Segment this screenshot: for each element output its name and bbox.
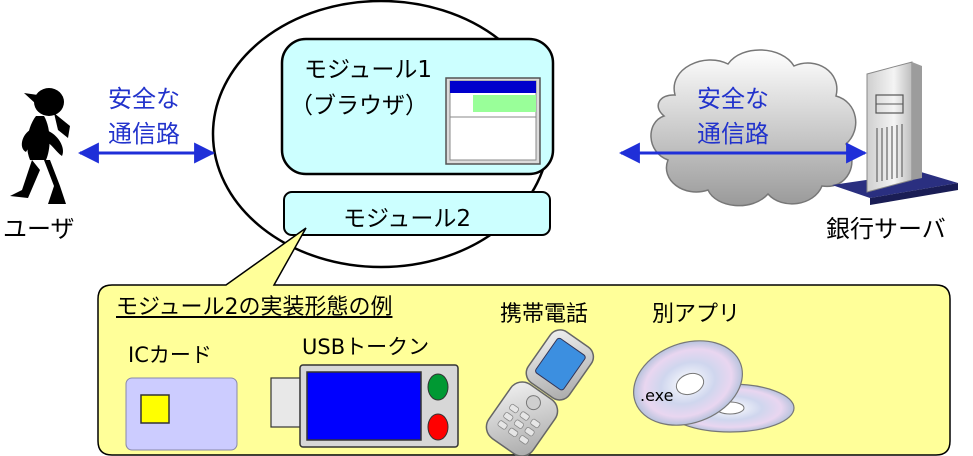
exe-label: .exe xyxy=(640,386,674,405)
usb-token-icon xyxy=(270,364,459,448)
secure-channel-right-line1: 安全な xyxy=(697,85,769,113)
other-app-label: 別アプリ xyxy=(652,302,741,327)
ic-card-icon xyxy=(125,377,238,451)
cd-disc-icon xyxy=(633,340,795,433)
bank-server-label: 銀行サーバ xyxy=(826,215,946,243)
module2-box xyxy=(283,191,551,236)
server-icon xyxy=(832,61,958,205)
user-figure-icon xyxy=(10,88,70,204)
mobile-phone-icon xyxy=(485,329,595,456)
secure-channel-left-line2: 通信路 xyxy=(108,120,180,148)
examples-title: モジュール2の実装形態の例 xyxy=(116,295,393,320)
module2-label: モジュール2 xyxy=(343,206,472,232)
secure-channel-right-line2: 通信路 xyxy=(697,120,769,148)
ic-card-label: ICカード xyxy=(128,343,212,367)
usb-token-label: USBトークン xyxy=(302,335,430,359)
secure-channel-left-line1: 安全な xyxy=(108,85,180,113)
mobile-phone-label: 携帯電話 xyxy=(500,302,589,327)
browser-window-icon xyxy=(445,77,541,165)
module1-label-line1: モジュール1 xyxy=(304,57,433,83)
user-label: ユーザ xyxy=(3,215,75,243)
module1-label-line2: （ブラウザ） xyxy=(290,93,428,119)
